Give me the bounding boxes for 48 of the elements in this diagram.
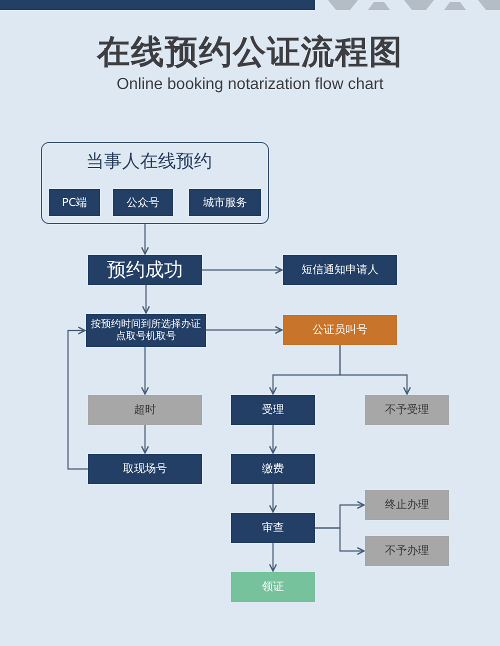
box-label: 缴费: [261, 462, 285, 476]
process-box: [189, 189, 261, 216]
arrow: [268, 543, 278, 572]
subtitle: Online booking notarization flow chart: [116, 76, 384, 93]
arrow: [142, 285, 150, 314]
process-box: [365, 395, 449, 425]
box-label: 不予受理: [384, 403, 430, 417]
group-title: 当事人在线预约: [85, 151, 213, 173]
arrow: [268, 425, 278, 454]
arrow: [268, 484, 278, 513]
box-label: 终止办理: [384, 498, 430, 512]
arrow: [339, 345, 412, 395]
box-label: 短信通知申请人: [300, 263, 380, 277]
box-label: 城市服务: [202, 196, 248, 210]
box-label: 公证员叫号: [312, 323, 368, 337]
box-label: 按预约时间到所选择办证点取号机取号: [90, 318, 202, 342]
process-box: [231, 454, 315, 484]
arrow: [202, 266, 283, 274]
arrow: [315, 527, 365, 556]
box-label: 不予办理: [384, 544, 430, 558]
process-box: [113, 189, 173, 216]
arrow: [206, 326, 283, 334]
group-box: [41, 142, 269, 224]
title: 在线预约公证流程图: [97, 32, 403, 71]
process-box: [365, 490, 449, 520]
box-label: 预约成功: [106, 258, 184, 282]
arrow: [140, 224, 150, 255]
box-label: 领证: [261, 580, 285, 594]
process-box: [283, 255, 397, 285]
box-label: 超时: [133, 403, 157, 417]
process-box: [88, 395, 202, 425]
process-box: [231, 395, 315, 425]
process-box: [231, 513, 315, 543]
process-box: [283, 315, 397, 345]
box-label: 公众号: [126, 196, 160, 210]
arrow: [140, 425, 150, 454]
arrow: [140, 347, 150, 395]
box-label: PC端: [60, 196, 88, 210]
process-box: [49, 189, 100, 216]
arrow: [67, 326, 88, 470]
process-box: [88, 255, 202, 285]
box-label: 取现场号: [122, 462, 168, 476]
process-box: [88, 454, 202, 484]
process-box: [86, 314, 206, 347]
box-label: 审查: [261, 521, 285, 535]
process-box: [365, 536, 449, 566]
box-label: 受理: [261, 403, 285, 417]
process-box: [231, 572, 315, 602]
